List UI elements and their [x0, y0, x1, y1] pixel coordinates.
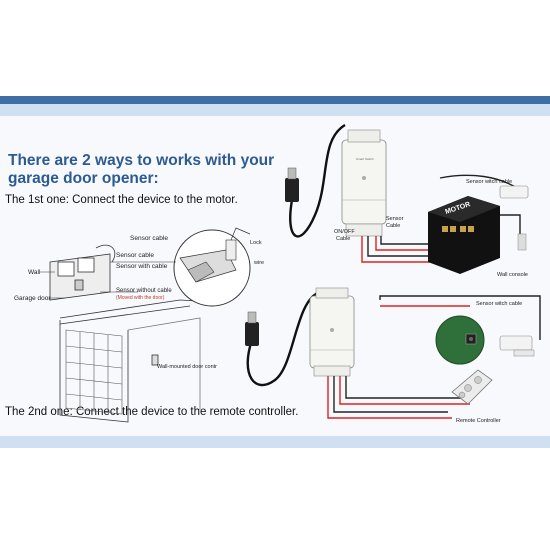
label-sensor-with-cable: Sensor with cable [116, 263, 168, 270]
bottom-wiring [327, 295, 541, 419]
method-2-text: The 2nd one: Connect the device to the r… [5, 406, 299, 418]
sensor-pcb [435, 315, 485, 365]
headline: There are 2 ways to works with your gara… [8, 152, 275, 187]
label-sensor-switch-cable-bottom: Sensor witch cable [476, 301, 522, 307]
label-remote-controller: Remote Controller [456, 418, 501, 424]
label-moved-with-door: (Moved with the door) [116, 295, 165, 301]
label-on-off-cable-2: Cable [336, 236, 350, 242]
top-accent-band [0, 96, 550, 104]
top-smart-switch-device: Smart Switch [341, 129, 387, 237]
sensor-zoom-circle [110, 227, 251, 307]
label-wall-mounted: Wall-mounted door contr [157, 364, 217, 370]
top-usb-cable [285, 123, 346, 238]
label-sensor-cable-top: Sensor [386, 216, 404, 222]
motor-box: MOTOR [428, 196, 500, 274]
label-lock: Lock [250, 240, 262, 246]
label-wire: wire [253, 260, 264, 266]
garage-illustration [49, 244, 216, 423]
label-garage-door: Garage door [14, 295, 51, 302]
label-wall: Wall [28, 269, 41, 276]
top-light-band [0, 104, 550, 116]
label-sensor-switch-cable-top: Sensor witch cable [466, 179, 512, 185]
method-1-text: The 1st one: Connect the device to the m… [5, 194, 238, 206]
label-sensor-cable-2: Sensor cable [116, 252, 154, 259]
remote-controller [451, 369, 493, 405]
bottom-light-band [0, 436, 550, 448]
label-wall-console: Wall console [497, 272, 528, 278]
bottom-smart-switch-device [309, 287, 355, 377]
svg-text:Smart Switch: Smart Switch [356, 157, 374, 161]
label-on-off-cable: ON/OFF [334, 229, 355, 235]
bottom-door-sensor [499, 335, 535, 357]
bottom-usb-cable [245, 290, 321, 387]
label-sensor-cable: Sensor cable [130, 235, 168, 242]
top-door-sensor [499, 185, 529, 251]
label-sensor-without-cable: Sensor without cable [116, 288, 172, 294]
label-sensor-cable-top-2: Cable [386, 223, 400, 229]
